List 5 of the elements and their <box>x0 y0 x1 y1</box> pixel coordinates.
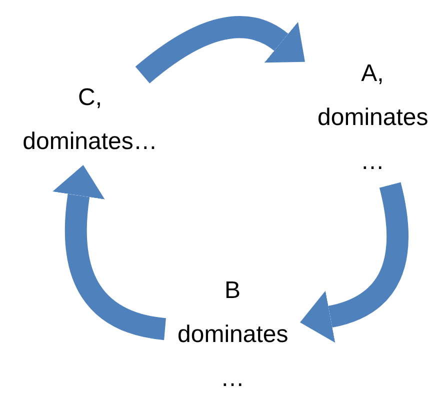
curved-arrow <box>300 182 409 342</box>
node-label: A, dominates … <box>318 58 428 176</box>
curved-arrow <box>136 16 306 84</box>
node-label: C, dominates… <box>22 83 158 157</box>
node-label: B dominates … <box>178 276 288 394</box>
